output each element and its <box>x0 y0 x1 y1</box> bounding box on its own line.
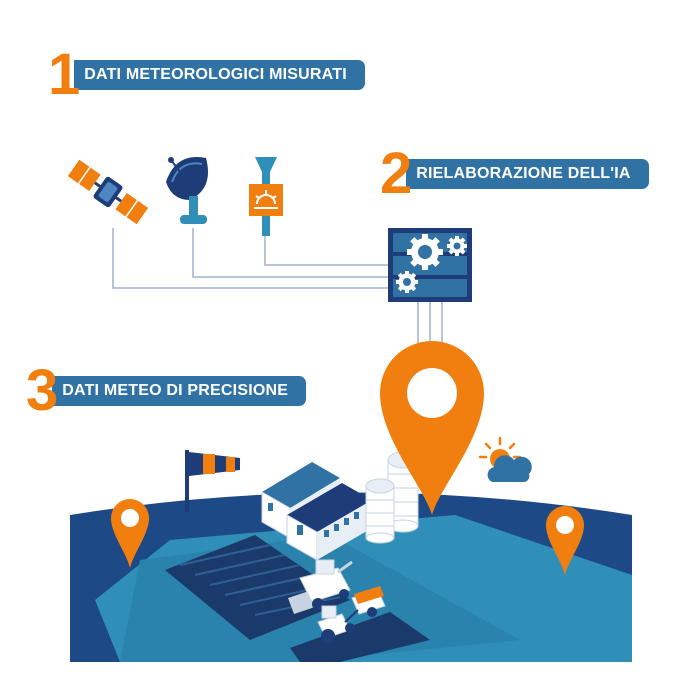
step-number: 3 <box>26 358 59 423</box>
location-pin-icon <box>380 341 484 515</box>
gear-icon <box>407 234 443 270</box>
crop-rows <box>165 535 430 662</box>
step-3: 3 DATI METEO DI PRECISIONE <box>26 358 307 423</box>
step-1: 1 DATI METEOROLOGICI MISURATI <box>48 46 365 104</box>
step-label: RIELABORAZIONE DELL'IA <box>406 159 649 189</box>
step-number: 1 <box>48 42 81 107</box>
farm-barn-icon <box>261 462 372 561</box>
connector-lines <box>112 228 443 352</box>
location-pin-icon <box>546 506 584 575</box>
grain-silo-icon <box>365 451 419 544</box>
windsock-icon <box>185 450 240 512</box>
ai-gears-server-icon <box>388 228 472 302</box>
satellite-dish-icon <box>166 157 208 224</box>
satellite-icon <box>67 159 149 225</box>
gear-icon <box>447 236 467 256</box>
gear-icon <box>396 271 418 293</box>
combine-harvester-icon <box>288 559 353 614</box>
sun-cloud-icon <box>478 436 532 482</box>
tractor-trailer-icon <box>317 586 386 643</box>
step-label: DATI METEOROLOGICI MISURATI <box>74 60 365 90</box>
weather-station-icon <box>249 157 283 236</box>
step-label: DATI METEO DI PRECISIONE <box>52 376 307 406</box>
location-pin-icon <box>111 499 149 568</box>
step-2: 2 RIELABORAZIONE DELL'IA <box>380 145 649 203</box>
step-number: 2 <box>380 141 413 206</box>
